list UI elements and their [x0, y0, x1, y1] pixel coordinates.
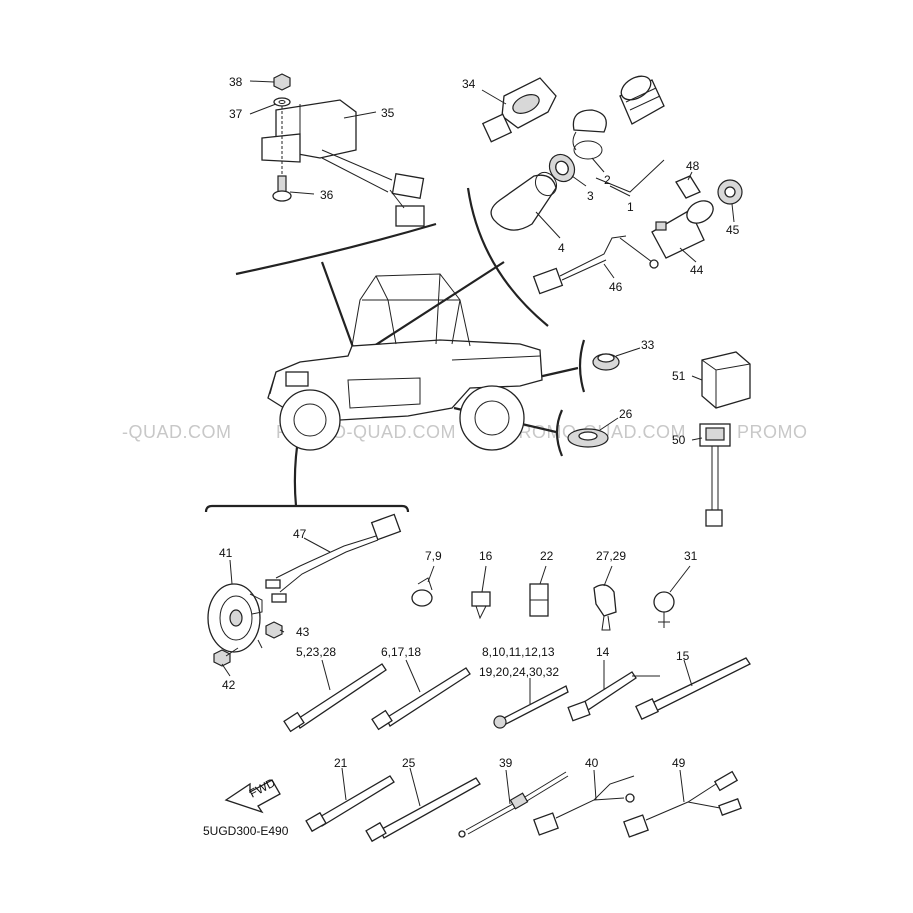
- label-27-29: 27,29: [596, 549, 626, 563]
- label-15: 15: [676, 649, 690, 663]
- fwd-arrow-icon: FWD: [224, 775, 281, 814]
- label-40: 40: [585, 756, 599, 770]
- label-46: 46: [609, 280, 623, 294]
- part-47-horn-harness: [265, 513, 402, 603]
- label-7-9: 7,9: [425, 549, 442, 563]
- part-45-washer: [717, 179, 743, 205]
- label-3: 3: [587, 189, 594, 203]
- part-26-grommet: [567, 428, 609, 448]
- label-1: 1: [627, 200, 634, 214]
- rear-wheel: [459, 385, 525, 451]
- part-34-sensor: [481, 77, 557, 143]
- label-25: 25: [402, 756, 416, 770]
- bracket-26: [555, 409, 564, 457]
- part-44-switch: [651, 200, 714, 259]
- cable-tie-25: [365, 777, 481, 843]
- part-50-relay-socket: [699, 423, 731, 527]
- label-6-17-18: 6,17,18: [381, 645, 421, 659]
- label-8-13: 8,10,11,12,13: [482, 645, 555, 659]
- label-51: 51: [672, 369, 686, 383]
- callout-bracket-1-2-3: [595, 159, 665, 193]
- part-4-boot: [490, 171, 558, 231]
- label-39: 39: [499, 756, 513, 770]
- part-33-grommet: [592, 353, 620, 371]
- part-37-washer: [273, 97, 291, 107]
- label-48: 48: [686, 159, 700, 173]
- label-22: 22: [540, 549, 554, 563]
- part-36-bolt: [272, 106, 292, 202]
- part-35-switch-assembly: [261, 99, 425, 227]
- label-41: 41: [219, 546, 233, 560]
- part-38-nut: [273, 73, 291, 91]
- watermark-text-4: PROMO: [737, 422, 808, 442]
- part-49-lead: [623, 770, 742, 838]
- label-19-32: 19,20,24,30,32: [479, 665, 559, 679]
- label-36: 36: [320, 188, 334, 202]
- bracket-33: [578, 339, 586, 393]
- cable-tie-15: [635, 657, 751, 721]
- label-26: 26: [619, 407, 633, 421]
- label-2: 2: [604, 173, 611, 187]
- front-wheel: [279, 389, 341, 451]
- leader-top-right-group: [359, 261, 505, 356]
- part-48-label: [675, 175, 701, 199]
- leader-lines: [221, 80, 735, 807]
- label-35: 35: [381, 106, 395, 120]
- label-43: 43: [296, 625, 310, 639]
- label-14: 14: [596, 645, 610, 659]
- part-46-lead-wire: [532, 235, 659, 295]
- utv-vehicle-illustration: [267, 273, 543, 451]
- clip-7-9: [411, 577, 433, 607]
- part-number-labels: 38 37 35 36 34 1 2 3 4 48 45 44 46 33 26…: [219, 75, 740, 770]
- part-3-nut: [548, 153, 576, 183]
- part-51-relay: [701, 351, 751, 409]
- part-40-lead: [533, 775, 635, 836]
- watermark-text-1: -QUAD.COM: [122, 422, 232, 442]
- cable-tie-14: [567, 671, 660, 722]
- clip-27-29: [593, 584, 617, 631]
- label-31: 31: [684, 549, 698, 563]
- part-39-lead: [458, 771, 569, 838]
- label-33: 33: [641, 338, 655, 352]
- label-34: 34: [462, 77, 476, 91]
- cable-tie-8-32: [493, 685, 569, 729]
- label-42: 42: [222, 678, 236, 692]
- part-41-horn: [207, 583, 263, 653]
- label-38: 38: [229, 75, 243, 89]
- clip-22: [529, 583, 549, 617]
- part-1-socket: [619, 75, 665, 125]
- label-50: 50: [672, 433, 686, 447]
- cable-tie-5-23-28: [283, 663, 387, 733]
- label-37: 37: [229, 107, 243, 121]
- label-44: 44: [690, 263, 704, 277]
- part-2-cap: [572, 109, 607, 160]
- clip-31: [653, 591, 675, 628]
- cable-tie-21: [305, 775, 395, 833]
- part-42-bolt: [213, 647, 239, 667]
- cable-tie-6-17-18: [371, 667, 471, 731]
- label-5-23-28: 5,23,28: [296, 645, 336, 659]
- part-43-nut: [265, 621, 283, 639]
- label-47: 47: [293, 527, 307, 541]
- clip-16: [471, 591, 491, 620]
- label-4: 4: [558, 241, 565, 255]
- group-bracket-bottom: [204, 504, 410, 513]
- label-21: 21: [334, 756, 348, 770]
- group-bracket-top-left: [235, 222, 437, 276]
- label-49: 49: [672, 756, 686, 770]
- label-16: 16: [479, 549, 493, 563]
- group-bracket-top-right: [466, 187, 549, 327]
- label-45: 45: [726, 223, 740, 237]
- diagram-code: 5UGD300-E490: [203, 824, 289, 838]
